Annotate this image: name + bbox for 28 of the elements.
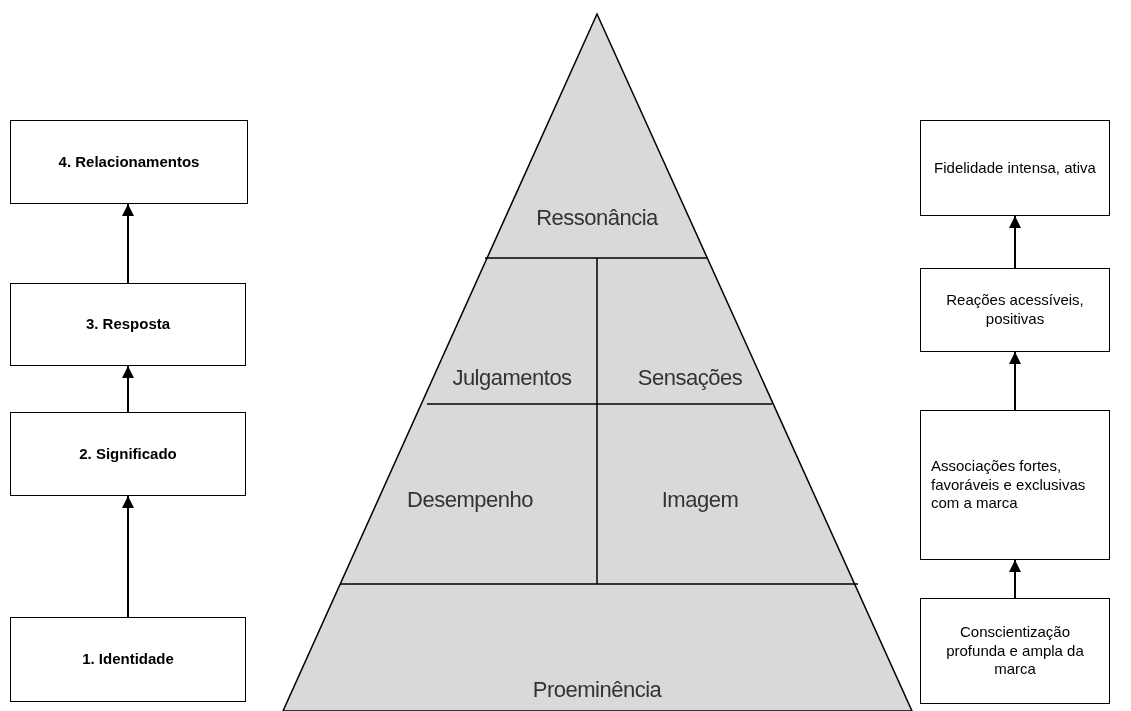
box-label: 3. Resposta [85, 315, 171, 334]
arrow [1009, 351, 1021, 411]
box-label: 4. Relacionamentos [58, 152, 200, 172]
pyramid-label: Sensações [637, 365, 743, 390]
arrow [122, 203, 134, 284]
pyramid-label: Desempenho [407, 487, 533, 512]
box-label: Conscientização profunda e ampla da marca [945, 622, 1085, 680]
arrow [122, 495, 134, 618]
arrow [1009, 215, 1021, 269]
box-label: Reações acessíveis, positivas [945, 291, 1085, 329]
level-box [920, 268, 1110, 352]
arrow [122, 365, 134, 413]
level-box [920, 598, 1110, 704]
arrow [1009, 559, 1021, 599]
pyramid-label: Julgamentos [452, 365, 572, 390]
level-box [10, 120, 248, 204]
level-box [920, 410, 1110, 560]
box-label: 1. Identidade [82, 650, 174, 669]
box-label: Fidelidade intensa, ativa [934, 158, 1096, 178]
pyramid-label: Proeminência [532, 677, 662, 702]
box-label: Associações fortes, favoráveis e exclusivas com a marca [931, 456, 1087, 514]
level-box [10, 617, 246, 702]
level-box [920, 120, 1110, 216]
level-box [10, 412, 246, 496]
pyramid-label: Imagem [661, 487, 739, 512]
box-label: 2. Significado [79, 444, 177, 464]
level-box [10, 283, 246, 366]
pyramid-label: Ressonância [536, 205, 658, 230]
